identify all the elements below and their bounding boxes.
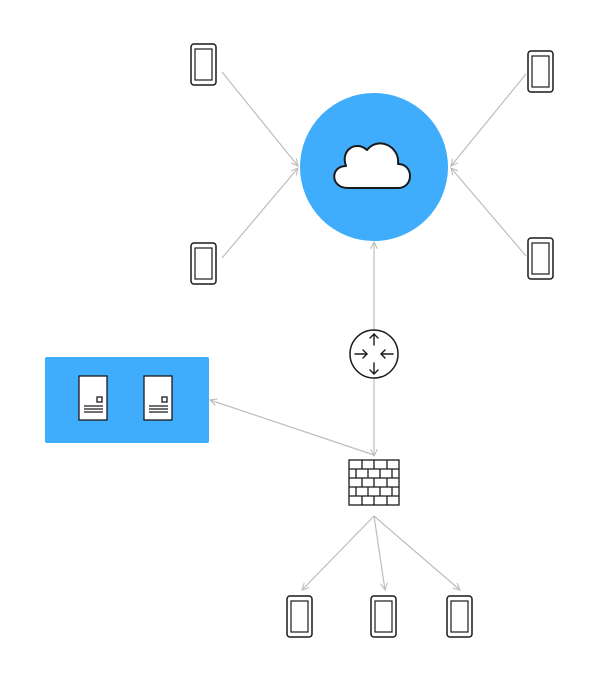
tablet-screen	[374, 600, 393, 633]
cloud-node[interactable]	[300, 93, 448, 241]
device-mid-left[interactable]	[190, 242, 217, 285]
edge-device-mid-right-cloud	[451, 168, 527, 257]
tablet-icon	[446, 595, 473, 638]
edge-firewall-server-group	[210, 400, 375, 456]
tablet-screen	[531, 242, 550, 275]
edge-device-top-right-cloud	[451, 73, 527, 166]
tablet-screen	[450, 600, 469, 633]
device-bottom-left[interactable]	[286, 595, 313, 638]
router-node[interactable]	[349, 329, 399, 379]
cloud-icon	[333, 142, 411, 189]
server-icon	[78, 375, 108, 421]
tablet-screen	[290, 600, 309, 633]
device-top-left[interactable]	[190, 43, 217, 86]
edge-device-top-left-cloud	[221, 71, 298, 166]
device-bottom-center[interactable]	[370, 595, 397, 638]
tablet-screen	[194, 247, 213, 280]
tablet-icon	[527, 237, 554, 280]
device-mid-right[interactable]	[527, 237, 554, 280]
edge-device-mid-left-cloud	[221, 168, 298, 259]
device-bottom-right[interactable]	[446, 595, 473, 638]
edge-firewall-device-bottom-left	[302, 515, 375, 590]
tablet-screen	[531, 55, 550, 88]
router-icon	[349, 329, 399, 379]
device-top-right[interactable]	[527, 50, 554, 93]
tablet-screen	[194, 48, 213, 81]
tablet-icon	[190, 242, 217, 285]
firewall-icon	[348, 459, 400, 506]
tablet-icon	[190, 43, 217, 86]
server-icon	[143, 375, 173, 421]
edge-firewall-device-bottom-right	[373, 515, 460, 590]
tablet-icon	[527, 50, 554, 93]
edge-firewall-device-bottom-center	[373, 515, 385, 590]
server-group-node[interactable]	[45, 357, 209, 443]
devices	[190, 43, 554, 638]
tablet-icon	[370, 595, 397, 638]
firewall-node[interactable]	[348, 459, 400, 506]
tablet-icon	[286, 595, 313, 638]
connectors	[210, 71, 527, 590]
